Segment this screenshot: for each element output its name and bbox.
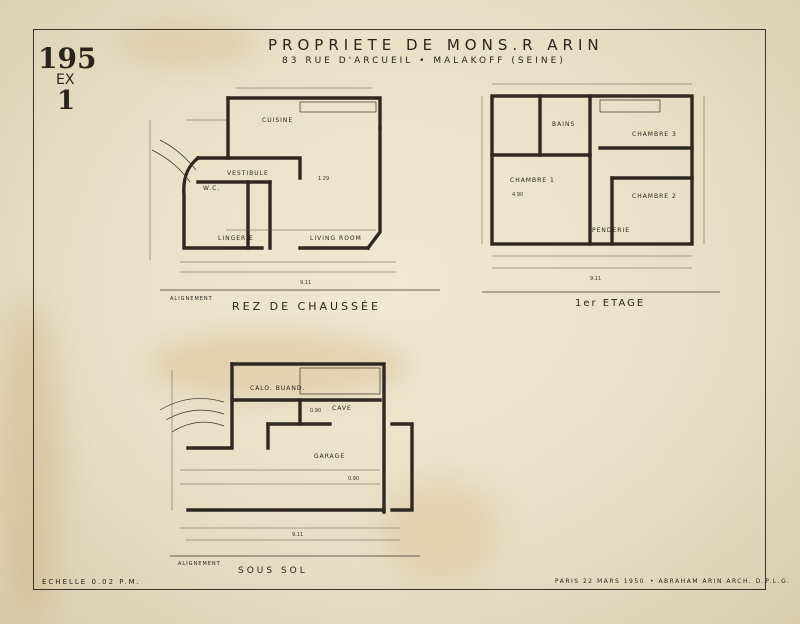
- room-label-penderie: PENDERIE: [592, 227, 630, 234]
- ground-floor-room-labels: CUISINE VESTIBULE LINGERIE LIVING ROOM W…: [203, 117, 362, 242]
- scale-note: ECHELLE 0.02 P.M.: [42, 578, 141, 586]
- basement-plan: 9.11 0.90 0.90: [159, 362, 420, 557]
- room-label-chambre-1: CHAMBRE 1: [510, 177, 555, 184]
- drawing-address: 83 RUE D'ARCUEIL • MALAKOFF (SEINE): [282, 56, 566, 66]
- architect-signature: • ABRAHAM ARIN ARCH. D.P.L.G.: [650, 578, 791, 585]
- room-label-chambre-2: CHAMBRE 2: [632, 193, 677, 200]
- svg-text:0.90: 0.90: [310, 408, 321, 414]
- ground-floor-label: REZ DE CHAUSSÉE: [232, 300, 381, 313]
- room-label-vestibule: VESTIBULE: [227, 170, 269, 177]
- first-floor-room-labels: BAINS CHAMBRE 1 CHAMBRE 2 CHAMBRE 3 PEND…: [510, 121, 677, 234]
- room-label-cave: CAVE: [332, 405, 352, 412]
- svg-text:9.11: 9.11: [300, 280, 311, 286]
- svg-text:9.11: 9.11: [292, 532, 303, 538]
- first-floor-label: 1er ETAGE: [575, 298, 646, 309]
- sheet-number: 195: [38, 42, 97, 75]
- svg-text:0.90: 0.90: [348, 476, 359, 482]
- basement-room-labels: CALO. BUAND. CAVE GARAGE: [250, 385, 352, 460]
- drawing-border: [33, 29, 766, 590]
- basement-label: SOUS SOL: [238, 566, 308, 576]
- place-date: PARIS 22 MARS 1950: [555, 578, 645, 585]
- first-floor-plan: 9.11 4.90: [481, 83, 720, 293]
- room-label-garage: GARAGE: [314, 453, 345, 460]
- room-label-wc: W.C.: [203, 185, 220, 192]
- svg-text:1.29: 1.29: [318, 176, 329, 182]
- ground-alignment-note: ALIGNEMENT: [170, 296, 213, 302]
- room-label-living-room: LIVING ROOM: [310, 235, 362, 242]
- sheet-number-index: 1: [57, 86, 76, 116]
- sheet-number-ex: EX: [56, 72, 75, 88]
- drawing-title: PROPRIETE DE MONS.R ARIN: [268, 36, 604, 54]
- room-label-calo-buand: CALO. BUAND.: [250, 385, 305, 392]
- svg-text:9.11: 9.11: [590, 276, 601, 282]
- room-label-cuisine: CUISINE: [262, 117, 293, 124]
- svg-text:4.90: 4.90: [512, 192, 523, 198]
- basement-alignment-note: ALIGNEMENT: [178, 561, 221, 567]
- room-label-bains: BAINS: [552, 121, 575, 128]
- room-label-chambre-3: CHAMBRE 3: [632, 131, 677, 138]
- room-label-lingerie: LINGERIE: [218, 235, 254, 242]
- ground-floor-plan: 9.11 1.29: [149, 87, 440, 291]
